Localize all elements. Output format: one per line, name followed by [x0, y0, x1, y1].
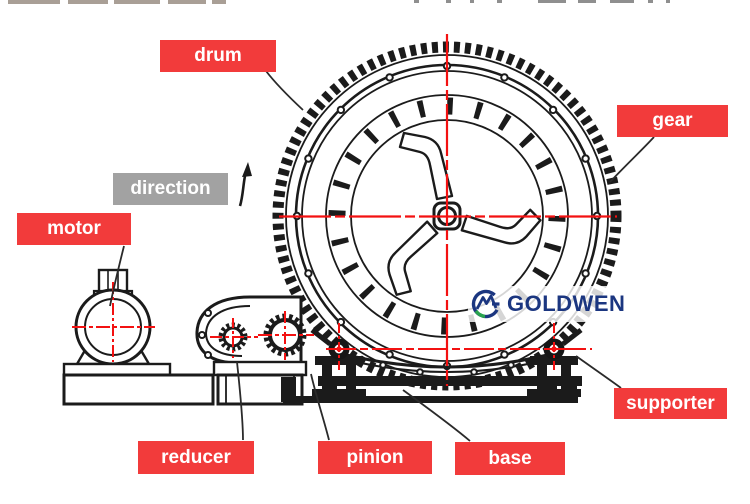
label-drum: drum	[160, 40, 276, 72]
motor-leader	[109, 245, 125, 307]
label-pinion: pinion	[318, 441, 432, 474]
label-supporter: supporter	[614, 388, 727, 419]
rotation-arrow	[238, 162, 252, 207]
reducer-leader	[236, 361, 244, 441]
centerlines	[72, 34, 617, 386]
base-leader	[402, 389, 471, 442]
supporter-left-drawing	[310, 328, 366, 397]
label-direction: direction	[113, 173, 228, 205]
cropped-text-fragments	[8, 0, 670, 4]
supporter-leader	[575, 355, 622, 389]
drum-rim-bolts	[292, 61, 602, 371]
label-base: base	[455, 442, 565, 475]
leader-lines	[109, 70, 655, 442]
brand-logo: GOLDWEN	[468, 286, 629, 322]
label-motor: motor	[17, 213, 131, 245]
drum-leader	[265, 70, 304, 111]
goldwen-logo-icon	[471, 289, 501, 319]
pinion-leader	[310, 373, 330, 441]
label-gear: gear	[617, 105, 728, 137]
brand-logo-text: GOLDWEN	[507, 291, 626, 316]
gear-leader	[609, 136, 655, 183]
drum-blades	[371, 131, 544, 300]
label-reducer: reducer	[138, 441, 254, 474]
